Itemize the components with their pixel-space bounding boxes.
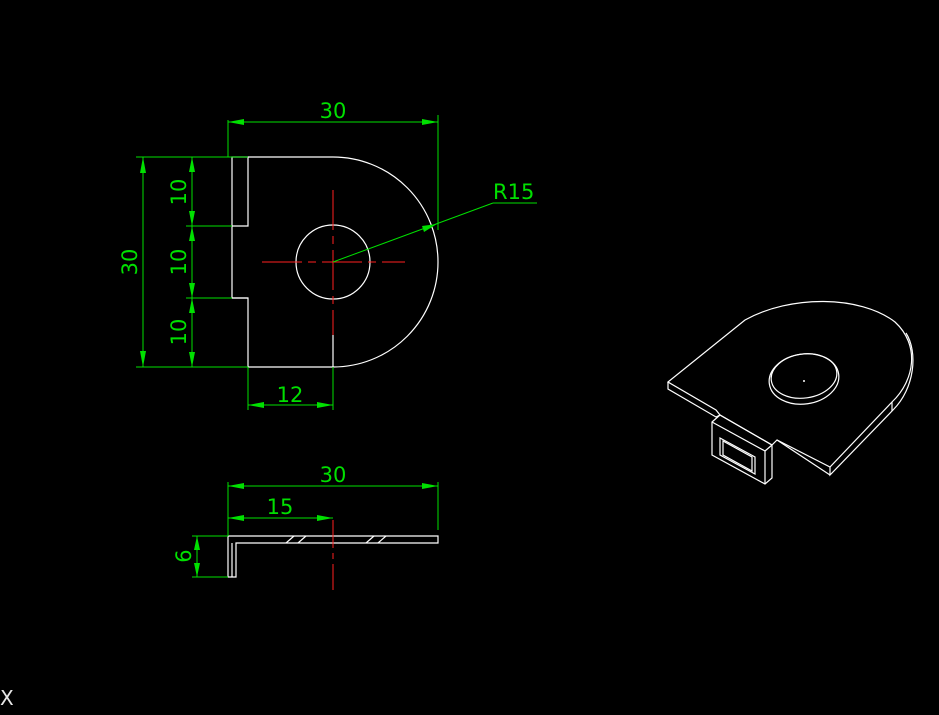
dim-top-width-text: 30 (320, 99, 347, 123)
top-view (231, 156, 439, 368)
dimension-front-tab: 6 (172, 535, 228, 578)
dimension-slot-chain: 10 10 10 (167, 157, 232, 367)
dim-front-half-text: 15 (267, 495, 294, 519)
top-view-outline (231, 156, 439, 368)
front-view (227, 520, 439, 590)
iso-thickness-right (829, 332, 914, 477)
dimension-front-total: 30 (227, 463, 439, 536)
dimension-radius: R15 (332, 180, 537, 263)
dim-bottom-offset-text: 12 (277, 383, 304, 407)
dim-front-tab-text: 6 (172, 549, 196, 562)
dim-slot-lower-text: 10 (167, 319, 191, 346)
ucs-axis-label: X (0, 686, 14, 710)
iso-hole (768, 353, 840, 405)
top-view-tab-edge (231, 156, 248, 226)
dimension-bottom-offset: 12 (247, 367, 334, 410)
dimension-front-half: 15 (228, 495, 333, 521)
dim-radius-text: R15 (493, 180, 534, 204)
iso-thickness-edge (667, 382, 721, 418)
iso-tab-slot (719, 436, 756, 476)
iso-center-point (803, 380, 805, 382)
iso-top-face (666, 300, 913, 468)
dim-slot-upper-text: 10 (167, 179, 191, 206)
dim-front-total-text: 30 (320, 463, 347, 487)
dimension-top-width: 30 (227, 99, 439, 230)
dim-left-height-text: 30 (118, 249, 142, 276)
dimension-left-height: 30 (118, 156, 248, 368)
dim-slot-middle-text: 10 (167, 249, 191, 276)
iso-bent-tab (711, 414, 773, 485)
isometric-view (666, 300, 914, 485)
